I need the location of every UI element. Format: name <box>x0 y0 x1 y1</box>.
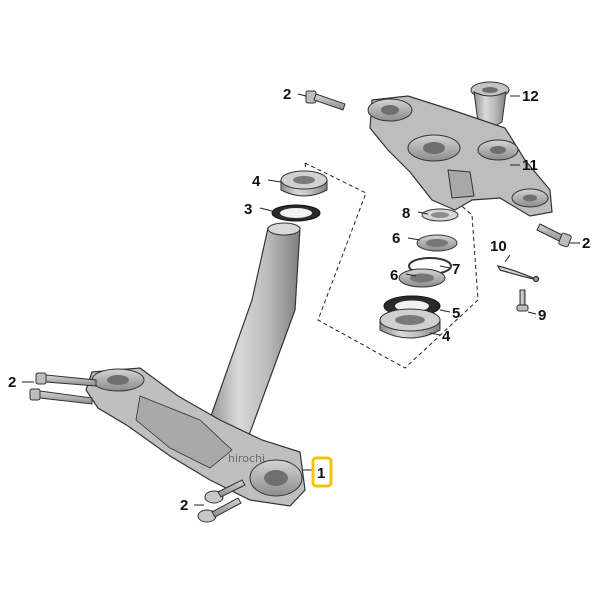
assembly-outline <box>304 162 479 369</box>
callout-1: 1 <box>317 465 325 482</box>
part-10-clip <box>496 265 540 283</box>
part-2-bolts-bottom <box>197 479 246 523</box>
stem-top-bearing <box>271 170 328 222</box>
callout-2-bottom: 2 <box>180 497 188 514</box>
callout-3: 3 <box>244 201 252 218</box>
part-8-cap <box>421 208 459 222</box>
part-2-bolt-upper-right <box>536 223 572 248</box>
part-12-bushing <box>470 81 510 127</box>
part-11-upper-clamp <box>367 95 553 217</box>
callout-5: 5 <box>452 305 460 322</box>
part-9-screw <box>516 289 529 312</box>
callouts: 2 12 11 2 10 9 8 6 7 6 5 4 4 3 2 2 1 <box>8 86 590 514</box>
part-1-lower-clamp-with-stem <box>85 222 306 507</box>
callout-6-lower: 6 <box>390 267 398 284</box>
callout-7: 7 <box>452 261 460 278</box>
callout-6-upper: 6 <box>392 230 400 247</box>
bearing-stack <box>379 234 458 339</box>
watermark-text: hirochi <box>228 452 265 465</box>
callout-9: 9 <box>538 307 546 324</box>
callout-2-lower-left: 2 <box>8 374 16 391</box>
callout-11: 11 <box>522 157 538 174</box>
part-2-bolt-upper-left <box>305 90 346 111</box>
callout-4-lower: 4 <box>442 328 451 345</box>
part-2-bolts-lower-left <box>29 372 97 405</box>
callout-8: 8 <box>402 205 410 222</box>
callout-1-highlight-box <box>311 456 333 488</box>
callout-2-upper-left: 2 <box>283 86 291 103</box>
callout-10: 10 <box>490 238 507 255</box>
leader-lines <box>22 93 580 506</box>
callout-4-upper: 4 <box>252 173 261 190</box>
callout-12: 12 <box>522 88 539 105</box>
callout-2-right: 2 <box>582 235 590 252</box>
